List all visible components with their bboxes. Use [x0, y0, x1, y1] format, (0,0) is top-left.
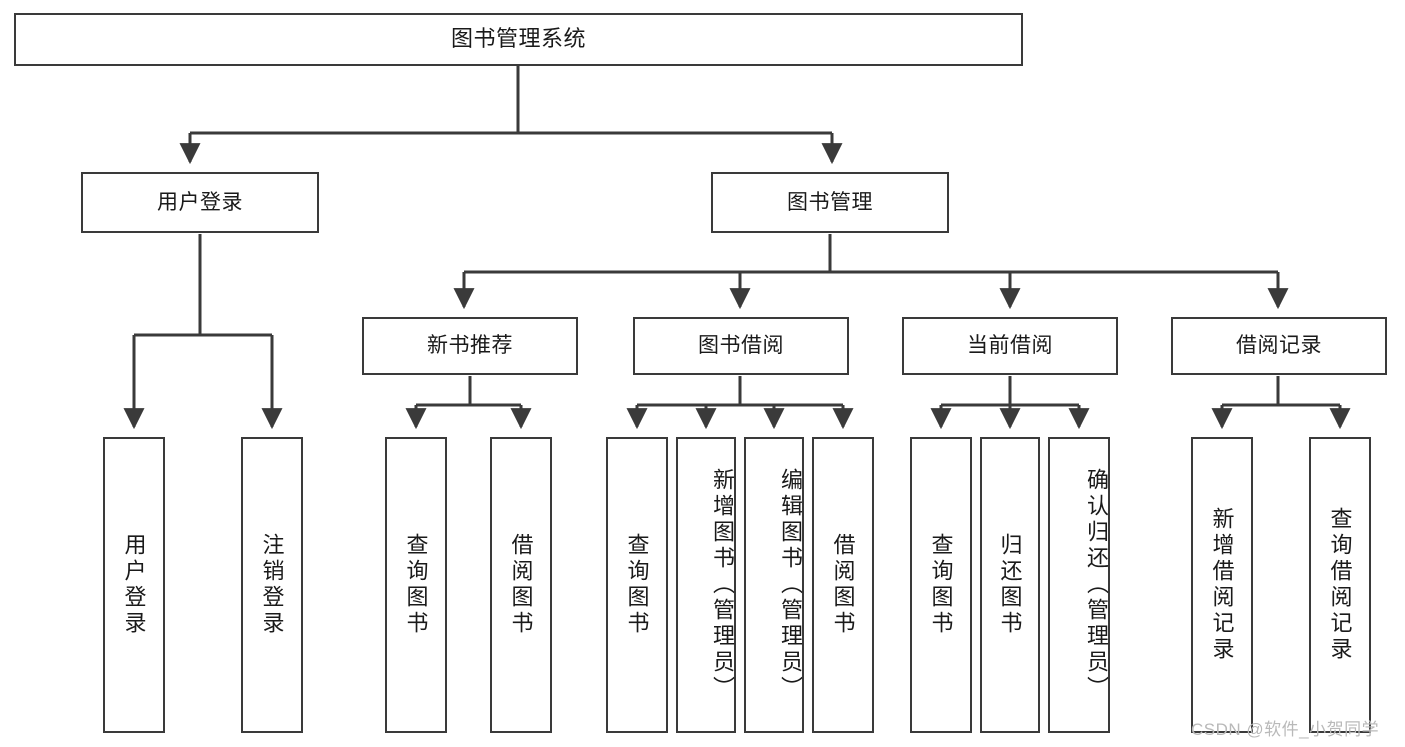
leaf-query-book-1[interactable]: 查询图书 [385, 437, 447, 733]
csdn-watermark: CSDN @软件_小贺同学 [1191, 720, 1380, 739]
leaf-add-book-admin[interactable]: 新增图书（管理员） [676, 437, 736, 733]
node-book-management[interactable]: 图书管理 [711, 172, 949, 233]
leaf-query-book-3[interactable]: 查询图书 [910, 437, 972, 733]
node-current-borrow[interactable]: 当前借阅 [902, 317, 1118, 375]
node-user-login[interactable]: 用户登录 [81, 172, 319, 233]
leaf-user-login[interactable]: 用户登录 [103, 437, 165, 733]
leaf-add-borrow-record[interactable]: 新增借阅记录 [1191, 437, 1253, 733]
leaf-confirm-return-admin[interactable]: 确认归还（管理员） [1048, 437, 1110, 733]
leaf-borrow-book-1[interactable]: 借阅图书 [490, 437, 552, 733]
leaf-query-borrow-record[interactable]: 查询借阅记录 [1309, 437, 1371, 733]
root-node[interactable]: 图书管理系统 [14, 13, 1023, 66]
node-borrow-record[interactable]: 借阅记录 [1171, 317, 1387, 375]
leaf-logout-login[interactable]: 注销登录 [241, 437, 303, 733]
node-book-borrow[interactable]: 图书借阅 [633, 317, 849, 375]
node-new-book-recommend[interactable]: 新书推荐 [362, 317, 578, 375]
leaf-return-book[interactable]: 归还图书 [980, 437, 1040, 733]
leaf-borrow-book-2[interactable]: 借阅图书 [812, 437, 874, 733]
leaf-edit-book-admin[interactable]: 编辑图书（管理员） [744, 437, 804, 733]
leaf-query-book-2[interactable]: 查询图书 [606, 437, 668, 733]
